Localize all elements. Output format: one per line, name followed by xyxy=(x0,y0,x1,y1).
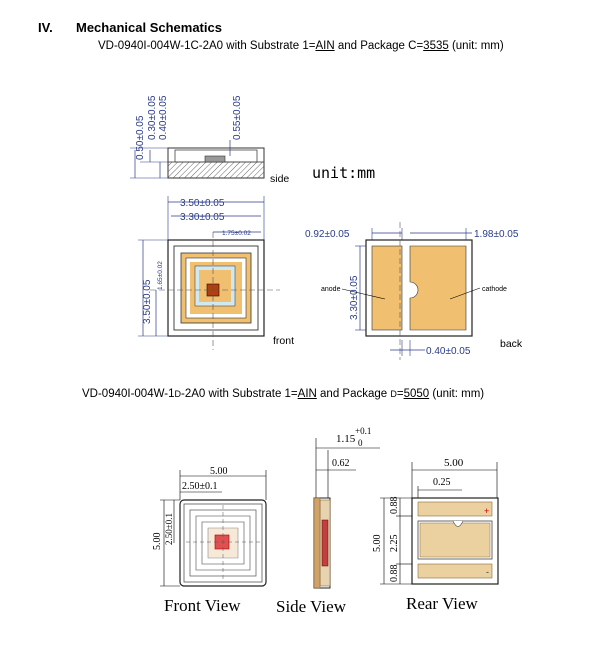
package-1-caption: VD-0940I-004W-1C-2A0 with Substrate 1=AI… xyxy=(98,40,504,52)
side-dim-1: 0.50±0.05 xyxy=(135,115,146,160)
back-dim-gap: 0.40±0.05 xyxy=(426,346,471,357)
package-1-front-view: 3.50±0.05 3.30±0.05 1.75±0.02 3.50±0.05 … xyxy=(138,196,294,350)
package-2-front-view: 5.00 2.50±0.1 5.00 2.50±0.1 Front View xyxy=(152,466,267,615)
package-2-side-view: 1.15 +0.1 0 0.62 Side View xyxy=(276,426,380,616)
unit-label: unit:mm xyxy=(312,164,375,182)
front-dim-w1: 3.50±0.05 xyxy=(180,198,225,209)
anode-label: anode xyxy=(321,286,341,293)
p2-front-w: 5.00 xyxy=(210,466,228,477)
p2-side-total: 1.15 xyxy=(336,433,356,445)
side-dim-3: 0.40±0.05 xyxy=(158,95,169,140)
cathode-label: cathode xyxy=(482,286,507,293)
side-label: side xyxy=(270,173,289,185)
section-heading: IV. Mechanical Schematics xyxy=(38,20,222,35)
p2-rear-h: 5.00 xyxy=(372,535,383,553)
p2-side-tol: +0.1 xyxy=(355,426,371,436)
side-dim-4: 0.55±0.05 xyxy=(232,95,243,140)
back-dim-right: 1.98±0.05 xyxy=(474,229,519,240)
package-1-back-view: 0.92±0.05 1.98±0.05 3.30±0.05 0.40±0.05 … xyxy=(305,222,523,360)
back-dim-left: 0.92±0.05 xyxy=(305,229,350,240)
package-2-rear-view: 5.00 0.25 + - 5.00 0.88 2.25 0.88 Rear V… xyxy=(372,457,499,613)
plus-mark: + xyxy=(484,506,489,516)
p2-rear-d1: 0.88 xyxy=(389,497,400,515)
front-dim-h2: 1.65±0.02 xyxy=(157,261,164,290)
front-dim-w2: 3.30±0.05 xyxy=(180,212,225,223)
package-1-side-view: 0.50±0.05 0.30±0.05 0.40±0.05 0.55±0.05 … xyxy=(130,95,375,185)
section-number: IV. xyxy=(38,20,53,35)
rear-view-label: Rear View xyxy=(406,594,479,613)
section-title: Mechanical Schematics xyxy=(76,20,222,35)
p2-front-hhalf: 2.50±0.1 xyxy=(164,513,174,545)
p2-rear-d2: 2.25 xyxy=(389,535,400,553)
minus-mark: - xyxy=(486,567,489,577)
back-label: back xyxy=(500,338,523,350)
p2-side-tol2: 0 xyxy=(358,438,363,448)
package-2-caption: VD-0940I-004W-1D-2A0 with Substrate 1=AI… xyxy=(82,388,485,400)
front-view-label: Front View xyxy=(164,596,241,615)
side-view-label: Side View xyxy=(276,597,347,616)
back-dim-height: 3.30±0.05 xyxy=(349,275,360,320)
p2-side-thick: 0.62 xyxy=(332,458,350,469)
front-dim-h1: 3.50±0.05 xyxy=(142,279,153,324)
p2-front-half: 2.50±0.1 xyxy=(182,481,218,492)
p2-rear-d3: 0.88 xyxy=(389,565,400,583)
p2-rear-w: 5.00 xyxy=(444,457,464,469)
p2-rear-pad: 0.25 xyxy=(433,477,451,488)
front-label: front xyxy=(273,335,294,347)
side-dim-2: 0.30±0.05 xyxy=(147,95,158,140)
p2-front-h: 5.00 xyxy=(152,533,163,551)
front-dim-w3: 1.75±0.02 xyxy=(222,230,251,237)
